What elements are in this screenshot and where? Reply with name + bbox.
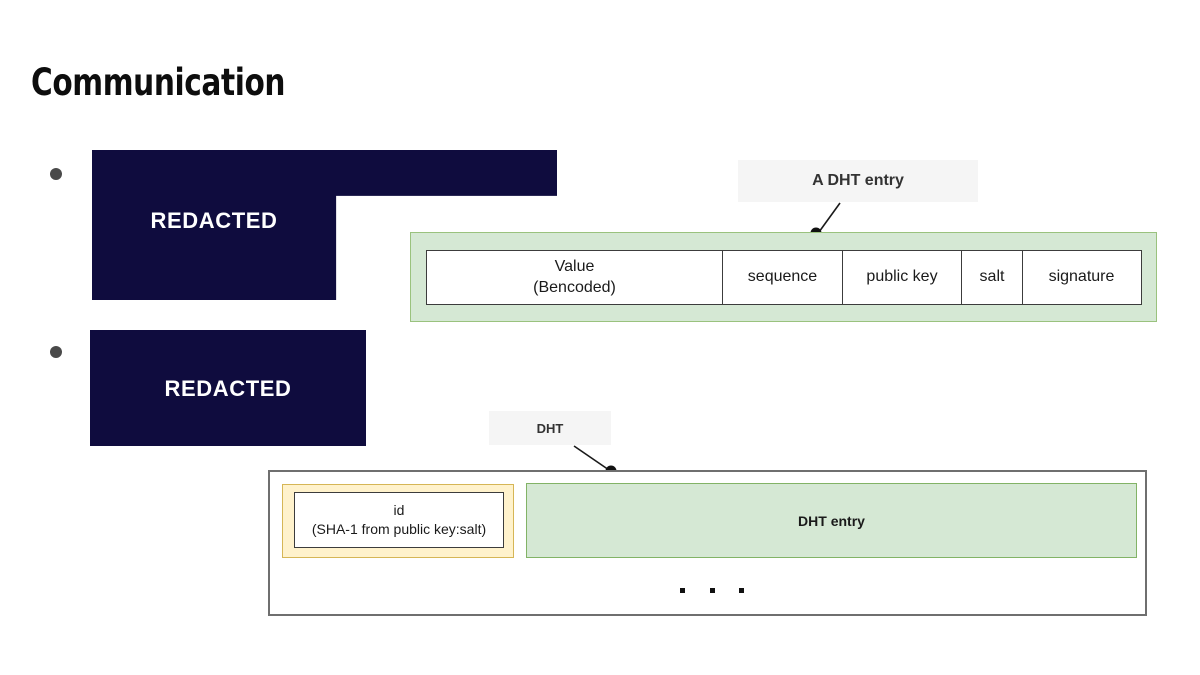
- dht-id-inner-box: id (SHA-1 from public key:salt): [294, 492, 504, 548]
- redacted-block-2: REDACTED: [90, 330, 366, 446]
- field-cell-signature: signature: [1023, 251, 1140, 304]
- dht-entry-field-table: Value (Bencoded) sequence public key sal…: [426, 250, 1142, 305]
- callout-dht-entry: A DHT entry: [738, 160, 978, 202]
- ellipsis-dot-3: [739, 588, 744, 593]
- redacted-block-2-label: REDACTED: [164, 376, 292, 401]
- field-cell-sequence: sequence: [723, 251, 843, 304]
- ellipsis-dot-1: [680, 588, 685, 593]
- dht-entry-box: DHT entry: [526, 483, 1137, 558]
- dht-id-line2: (SHA-1 from public key:salt): [311, 521, 487, 537]
- ellipsis-dot-2: [709, 588, 715, 593]
- field-cell-public-key: public key: [843, 251, 962, 304]
- field-cell-value: Value (Bencoded): [427, 251, 723, 304]
- ellipsis-dots: [680, 588, 744, 593]
- redacted-block-1-label: REDACTED: [150, 208, 278, 233]
- bullet-marker-2: [50, 346, 62, 358]
- field-cell-salt: salt: [962, 251, 1023, 304]
- bullet-marker-1: [50, 168, 62, 180]
- callout-dht: DHT: [489, 411, 611, 445]
- dht-id-line1: id: [393, 502, 405, 519]
- field-value-line2: (Bencoded): [533, 278, 616, 296]
- page-title: Communication: [31, 61, 286, 104]
- field-value-line1: Value: [554, 258, 595, 276]
